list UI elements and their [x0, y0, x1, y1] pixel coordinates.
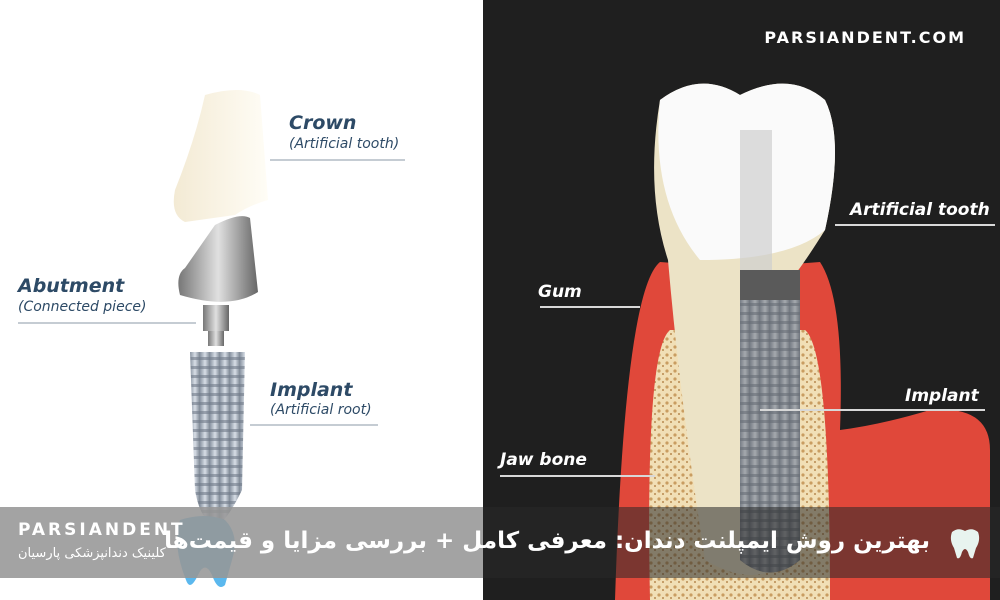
abutment-pointer-line: [18, 322, 196, 324]
article-headline: بهترین روش ایمپلنت دندان: معرفی کامل + ب…: [164, 528, 930, 554]
gum-pointer-line: [540, 306, 640, 308]
implant-right-pointer-line: [760, 409, 985, 411]
title-banner: [0, 507, 1000, 578]
tooth-icon: [950, 529, 980, 559]
crown-label: Crown: [289, 112, 357, 134]
brand-name: PARSIANDENT: [18, 520, 186, 540]
implant-sublabel: (Artificial root): [270, 402, 372, 418]
crown-sublabel: (Artificial tooth): [289, 136, 400, 152]
banner-left-section: [0, 507, 483, 578]
implant-right-label: Implant: [905, 386, 979, 406]
abutment-label: Abutment: [18, 275, 125, 297]
implant-screw-part: [190, 352, 245, 525]
implant-pointer-line: [250, 424, 378, 426]
artificial-tooth-label: Artificial tooth: [850, 200, 990, 220]
jaw-bone-label: Jaw bone: [500, 450, 587, 470]
banner-right-section: [483, 507, 1000, 578]
crown-part: [173, 90, 268, 222]
abutment-sublabel: (Connected piece): [18, 299, 147, 315]
site-url[interactable]: PARSIANDENT.COM: [764, 28, 966, 47]
crown-pointer-line: [270, 159, 405, 161]
implant-label: Implant: [270, 379, 353, 401]
artificial-tooth-pointer-line: [835, 224, 995, 226]
implant-cross-section: [740, 130, 800, 573]
brand-name-persian: کلینیک دندانپزشکی پارسیان: [18, 546, 166, 561]
jaw-bone-pointer-line: [500, 475, 655, 477]
gum-label: Gum: [538, 282, 582, 302]
abutment-part: [178, 216, 258, 346]
